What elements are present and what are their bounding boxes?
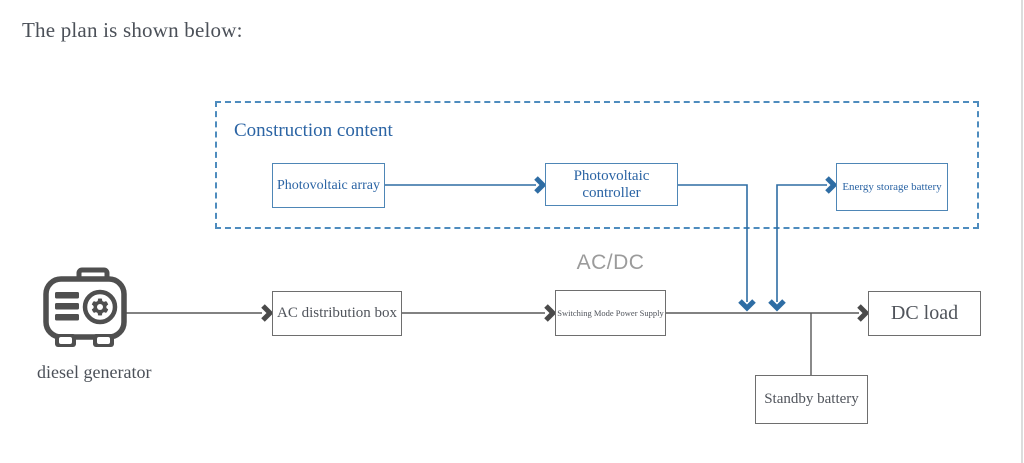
node-label: AC distribution box	[276, 305, 397, 321]
arrowhead-into-acbox	[261, 304, 274, 322]
node-ac-distribution-box: AC distribution box	[272, 291, 402, 336]
node-dc-load: DC load	[868, 291, 981, 336]
arrowhead-into-energy-battery	[825, 176, 838, 194]
node-photovoltaic-array: Photovoltaic array	[272, 163, 385, 208]
node-label: Photovoltaic controller	[573, 167, 650, 201]
diesel-generator-icon	[43, 267, 127, 347]
arrowhead-into-controller	[534, 176, 547, 194]
node-label: DC load	[890, 302, 959, 324]
node-photovoltaic-controller: Photovoltaic controller	[545, 163, 678, 206]
node-label: Switching Mode Power Supply	[557, 308, 664, 318]
wire-bus-to-energy-battery	[776, 184, 827, 302]
node-standby-battery: Standby battery	[755, 375, 868, 424]
arrowhead-controller-down	[738, 299, 756, 312]
arrowhead-into-smps	[544, 304, 557, 322]
node-label: Photovoltaic array	[276, 177, 381, 193]
construction-content-label: Construction content	[234, 120, 393, 141]
arrowhead-into-dcload	[857, 304, 870, 322]
page-title: The plan is shown below:	[22, 18, 243, 42]
node-label: Standby battery	[764, 391, 859, 407]
page-right-edge	[1021, 0, 1023, 463]
acdc-caption: AC/DC	[576, 251, 645, 274]
node-label: Energy storage battery	[842, 181, 942, 193]
arrowhead-battery-down	[768, 299, 786, 312]
diesel-generator-label: diesel generator	[37, 362, 152, 382]
node-switching-mode-power-supply: Switching Mode Power Supply	[555, 290, 666, 336]
node-energy-storage-battery: Energy storage battery	[836, 163, 948, 211]
wire-controller-to-bus	[678, 184, 748, 302]
construction-content-group	[215, 101, 979, 229]
